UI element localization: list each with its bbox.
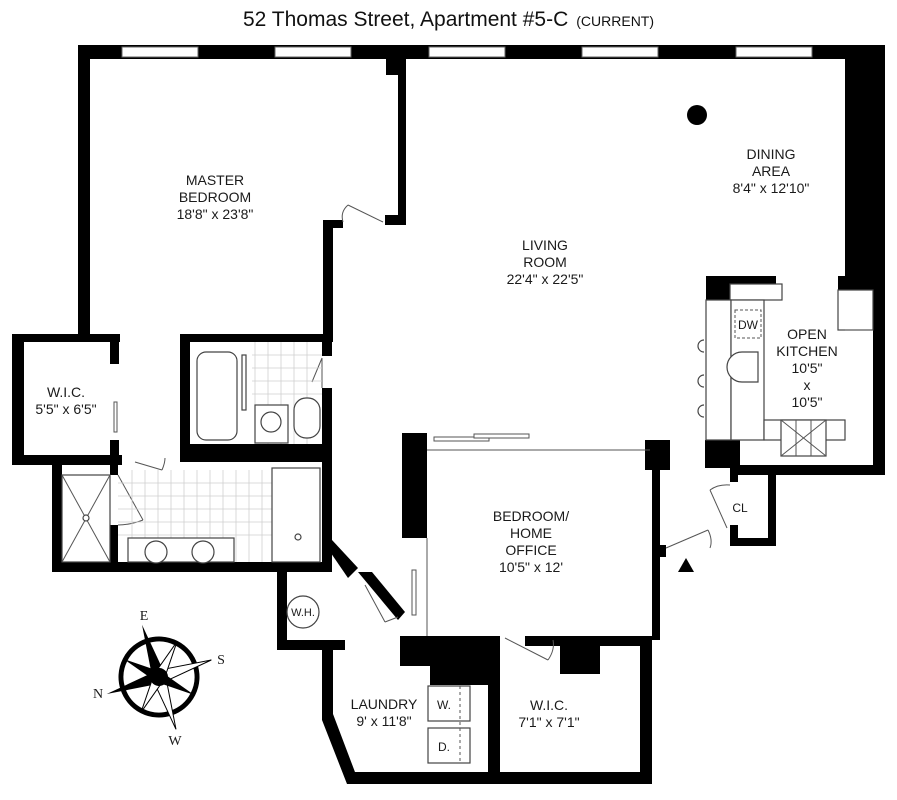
dryer-label: D. [438,740,450,754]
kitchen-sink [726,351,759,383]
address-text: 52 Thomas Street, Apartment #5-C [242,8,569,31]
room-name: HOME [509,525,552,541]
tub [271,467,321,563]
counter-right [837,289,874,331]
room-name: OFFICE [505,542,557,558]
room-dining-area: DINING AREA 8'4" x 12'10" [733,146,810,197]
room-name: DINING [746,146,796,162]
room-master-bedroom: MASTER BEDROOM 18'8" x 23'8" [177,172,254,223]
room-dimensions: 10'5" [791,360,823,376]
room-living-room: LIVING ROOM 22'4" x 22'5" [507,237,584,288]
room-name: LIVING [522,237,568,253]
dryer [427,727,471,764]
room-dimensions: 22'4" x 22'5" [506,271,584,287]
room-dimensions: 10'5" x 12' [498,559,564,575]
water-heater-label: W.H. [291,607,315,619]
status-text: (CURRENT) [576,13,655,29]
room-name: OPEN [787,326,827,342]
room-name: BEDROOM/ [492,508,570,524]
room-dimensions: 5'5" x 6'5" [35,401,97,417]
room-dimensions: 7'1" x 7'1" [518,714,580,730]
double-vanity [127,537,235,563]
compass-north: N [92,687,104,702]
room-dimensions: 18'8" x 23'8" [176,206,254,222]
bathtub [196,351,238,441]
compass-west: W [168,734,182,749]
fridge [729,283,783,301]
room-name: AREA [751,163,791,179]
room-name: W.I.C. [46,384,86,400]
room-name: CL [732,501,748,515]
room-name: LAUNDRY [350,696,418,712]
washer-label: W. [437,698,451,712]
room-dimensions: 8'4" x 12'10" [732,180,810,196]
entry-marker [678,558,694,572]
room-wic-master: W.I.C. 5'5" x 6'5" [35,384,96,418]
water-heater [286,595,320,629]
doors [113,204,731,661]
room-closet: CL [732,500,747,517]
room-laundry: LAUNDRY 9' x 11'8" [351,696,418,730]
room-name: ROOM [523,254,567,270]
toilet [293,397,321,439]
room-dimensions: x [803,377,811,393]
room-name: W.I.C. [529,697,569,713]
room-dimensions: 10'5" [791,394,823,410]
room-name: KITCHEN [776,343,838,359]
room-name: BEDROOM [178,189,252,205]
compass-rose [106,624,212,730]
washer [427,685,471,722]
kitchen [697,283,874,457]
hall-bathroom [196,342,322,444]
master-bathroom [61,467,321,564]
room-open-kitchen: OPEN KITCHEN 10'5" x 10'5" [776,326,837,411]
structural-column [687,105,707,125]
laundry-fixtures [286,595,471,764]
room-dimensions: 9' x 11'8" [356,713,412,729]
room-bedroom-office: BEDROOM/ HOME OFFICE 10'5" x 12' [493,508,569,576]
dishwasher-label: DW [738,318,758,332]
room-name: MASTER [185,172,245,188]
room-wic-bedroom: W.I.C. 7'1" x 7'1" [518,697,579,731]
compass-east: E [139,609,149,624]
windows [121,46,813,58]
plan-title: 52 Thomas Street, Apartment #5-C (CURRENT… [0,8,897,32]
compass-south: S [217,653,225,668]
